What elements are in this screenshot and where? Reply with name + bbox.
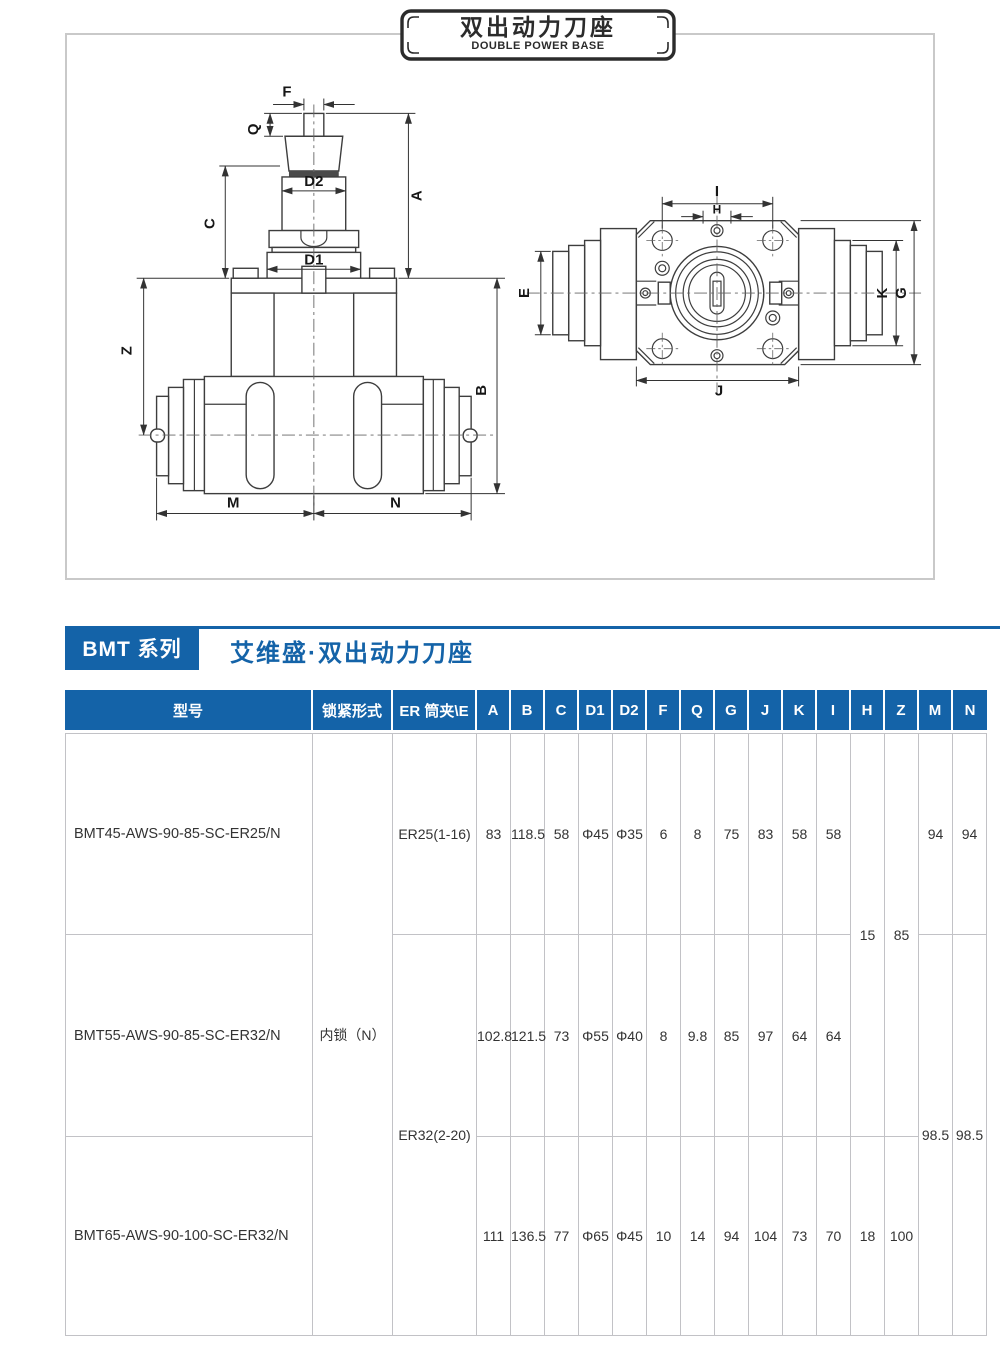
dim-label-i: I <box>715 184 719 200</box>
dim-label-d2: D2 <box>304 174 323 190</box>
cell-h: 18 <box>851 1137 885 1336</box>
table-row: BMT55-AWS-90-85-SC-ER32/N ER32(2-20) 102… <box>65 935 987 1336</box>
cell-c: 73 <box>545 935 579 1137</box>
dim-label-j: J <box>715 383 723 399</box>
cell-q: 14 <box>681 1137 715 1336</box>
cell-a: 102.8 <box>477 935 512 1137</box>
dim-label-h: H <box>713 203 722 217</box>
cell-f: 8 <box>647 935 681 1137</box>
cell-m-merged: 98.5 <box>919 935 953 1336</box>
lock-type-cell: 内锁（N） <box>313 733 393 1336</box>
cell-g: 85 <box>715 935 749 1137</box>
dim-label-k: K <box>875 287 891 298</box>
series-title: 艾维盛·双出动力刀座 <box>230 640 474 667</box>
col-model: 型号 <box>65 690 313 733</box>
cell-g: 94 <box>715 1137 749 1336</box>
cell-i: 70 <box>817 1137 851 1336</box>
spec-table-wrap: 型号 锁紧形式 ER 筒夹\E A B C D1 D2 F Q G J K I … <box>65 690 987 1336</box>
cell-k: 73 <box>783 1137 817 1336</box>
col-m: M <box>919 690 953 733</box>
cell-c: 77 <box>545 1137 579 1336</box>
cell-j: 104 <box>749 1137 783 1336</box>
table-row: BMT45-AWS-90-85-SC-ER25/N 内锁（N） ER25(1-1… <box>65 733 987 1336</box>
cell-b: 118.5 <box>511 733 545 935</box>
dim-label-e: E <box>517 288 533 298</box>
cell-n: 94 <box>953 733 987 935</box>
title-banner: 双出动力刀座 DOUBLE POWER BASE <box>398 7 678 63</box>
dim-label-m: M <box>227 496 239 512</box>
col-h: H <box>851 690 885 733</box>
cell-d1: Φ45 <box>579 733 613 935</box>
dim-label-z: Z <box>120 346 136 355</box>
banner-title-cn: 双出动力刀座 <box>460 14 616 40</box>
cell-b: 121.5 <box>511 935 546 1137</box>
dim-label-q: Q <box>246 124 262 136</box>
spec-table: 型号 锁紧形式 ER 筒夹\E A B C D1 D2 F Q G J K I … <box>65 690 987 1336</box>
cell-d1: Φ55 <box>579 935 613 1137</box>
model-cell: BMT65-AWS-90-100-SC-ER32/N <box>65 1137 313 1336</box>
cell-a: 83 <box>477 733 511 935</box>
cell-f: 10 <box>647 1137 681 1336</box>
col-er: ER 筒夹\E <box>393 690 477 733</box>
col-q: Q <box>681 690 715 733</box>
cell-n-merged: 98.5 <box>953 935 987 1336</box>
cell-j: 83 <box>749 733 783 935</box>
series-badge: BMT 系列 <box>65 629 199 670</box>
col-k: K <box>783 690 817 733</box>
cell-d2: Φ35 <box>613 733 647 935</box>
front-view: F Q D2 D1 A C <box>120 85 505 521</box>
cell-i: 64 <box>817 935 851 1137</box>
model-cell: BMT55-AWS-90-85-SC-ER32/N <box>65 935 313 1137</box>
col-b: B <box>511 690 545 733</box>
er-cell: ER25(1-16) <box>393 733 477 935</box>
er-cell: ER32(2-20) <box>393 935 477 1336</box>
col-n: N <box>953 690 987 733</box>
cell-d1: Φ65 <box>579 1137 613 1336</box>
dim-label-d1: D1 <box>304 252 323 268</box>
col-z: Z <box>885 690 919 733</box>
cell-q: 8 <box>681 733 715 935</box>
cell-f: 6 <box>647 733 681 935</box>
col-i: I <box>817 690 851 733</box>
banner-title-en: DOUBLE POWER BASE <box>471 40 605 52</box>
cell-z: 100 <box>885 1137 919 1336</box>
cell-b: 136.5 <box>511 1137 546 1336</box>
col-f: F <box>647 690 681 733</box>
cell-c: 58 <box>545 733 579 935</box>
header-row: 型号 锁紧形式 ER 筒夹\E A B C D1 D2 F Q G J K I … <box>65 690 987 733</box>
dim-label-g: G <box>894 287 910 299</box>
dim-label-b: B <box>474 385 490 396</box>
table-row: BMT65-AWS-90-100-SC-ER32/N 111 136.5 77 … <box>65 1137 987 1336</box>
cell-d2: Φ40 <box>613 935 647 1137</box>
col-d1: D1 <box>579 690 613 733</box>
dim-label-f: F <box>282 85 291 101</box>
col-a: A <box>477 690 511 733</box>
cell-m: 94 <box>919 733 953 935</box>
col-d2: D2 <box>613 690 647 733</box>
cell-a: 111 <box>477 1137 511 1336</box>
cell-k: 64 <box>783 935 817 1137</box>
side-view: I H J E K <box>517 184 922 399</box>
col-lock: 锁紧形式 <box>313 690 393 733</box>
cell-h-merged: 15 <box>851 733 885 1137</box>
cell-g: 75 <box>715 733 749 935</box>
model-cell: BMT45-AWS-90-85-SC-ER25/N <box>65 733 313 935</box>
col-j: J <box>749 690 783 733</box>
dim-label-a: A <box>409 190 425 201</box>
cell-q: 9.8 <box>681 935 715 1137</box>
series-divider <box>65 626 1000 629</box>
cell-k: 58 <box>783 733 817 935</box>
cell-i: 58 <box>817 733 851 935</box>
cell-z-merged: 85 <box>885 733 919 1137</box>
dim-label-c: C <box>202 218 218 229</box>
col-g: G <box>715 690 749 733</box>
dim-label-n: N <box>390 496 401 512</box>
cell-d2: Φ45 <box>613 1137 647 1336</box>
cell-j: 97 <box>749 935 783 1137</box>
banner-frame <box>400 9 676 61</box>
col-c: C <box>545 690 579 733</box>
technical-drawing: F Q D2 D1 A C <box>120 85 922 521</box>
technical-drawing-box: F Q D2 D1 A C <box>65 33 935 580</box>
